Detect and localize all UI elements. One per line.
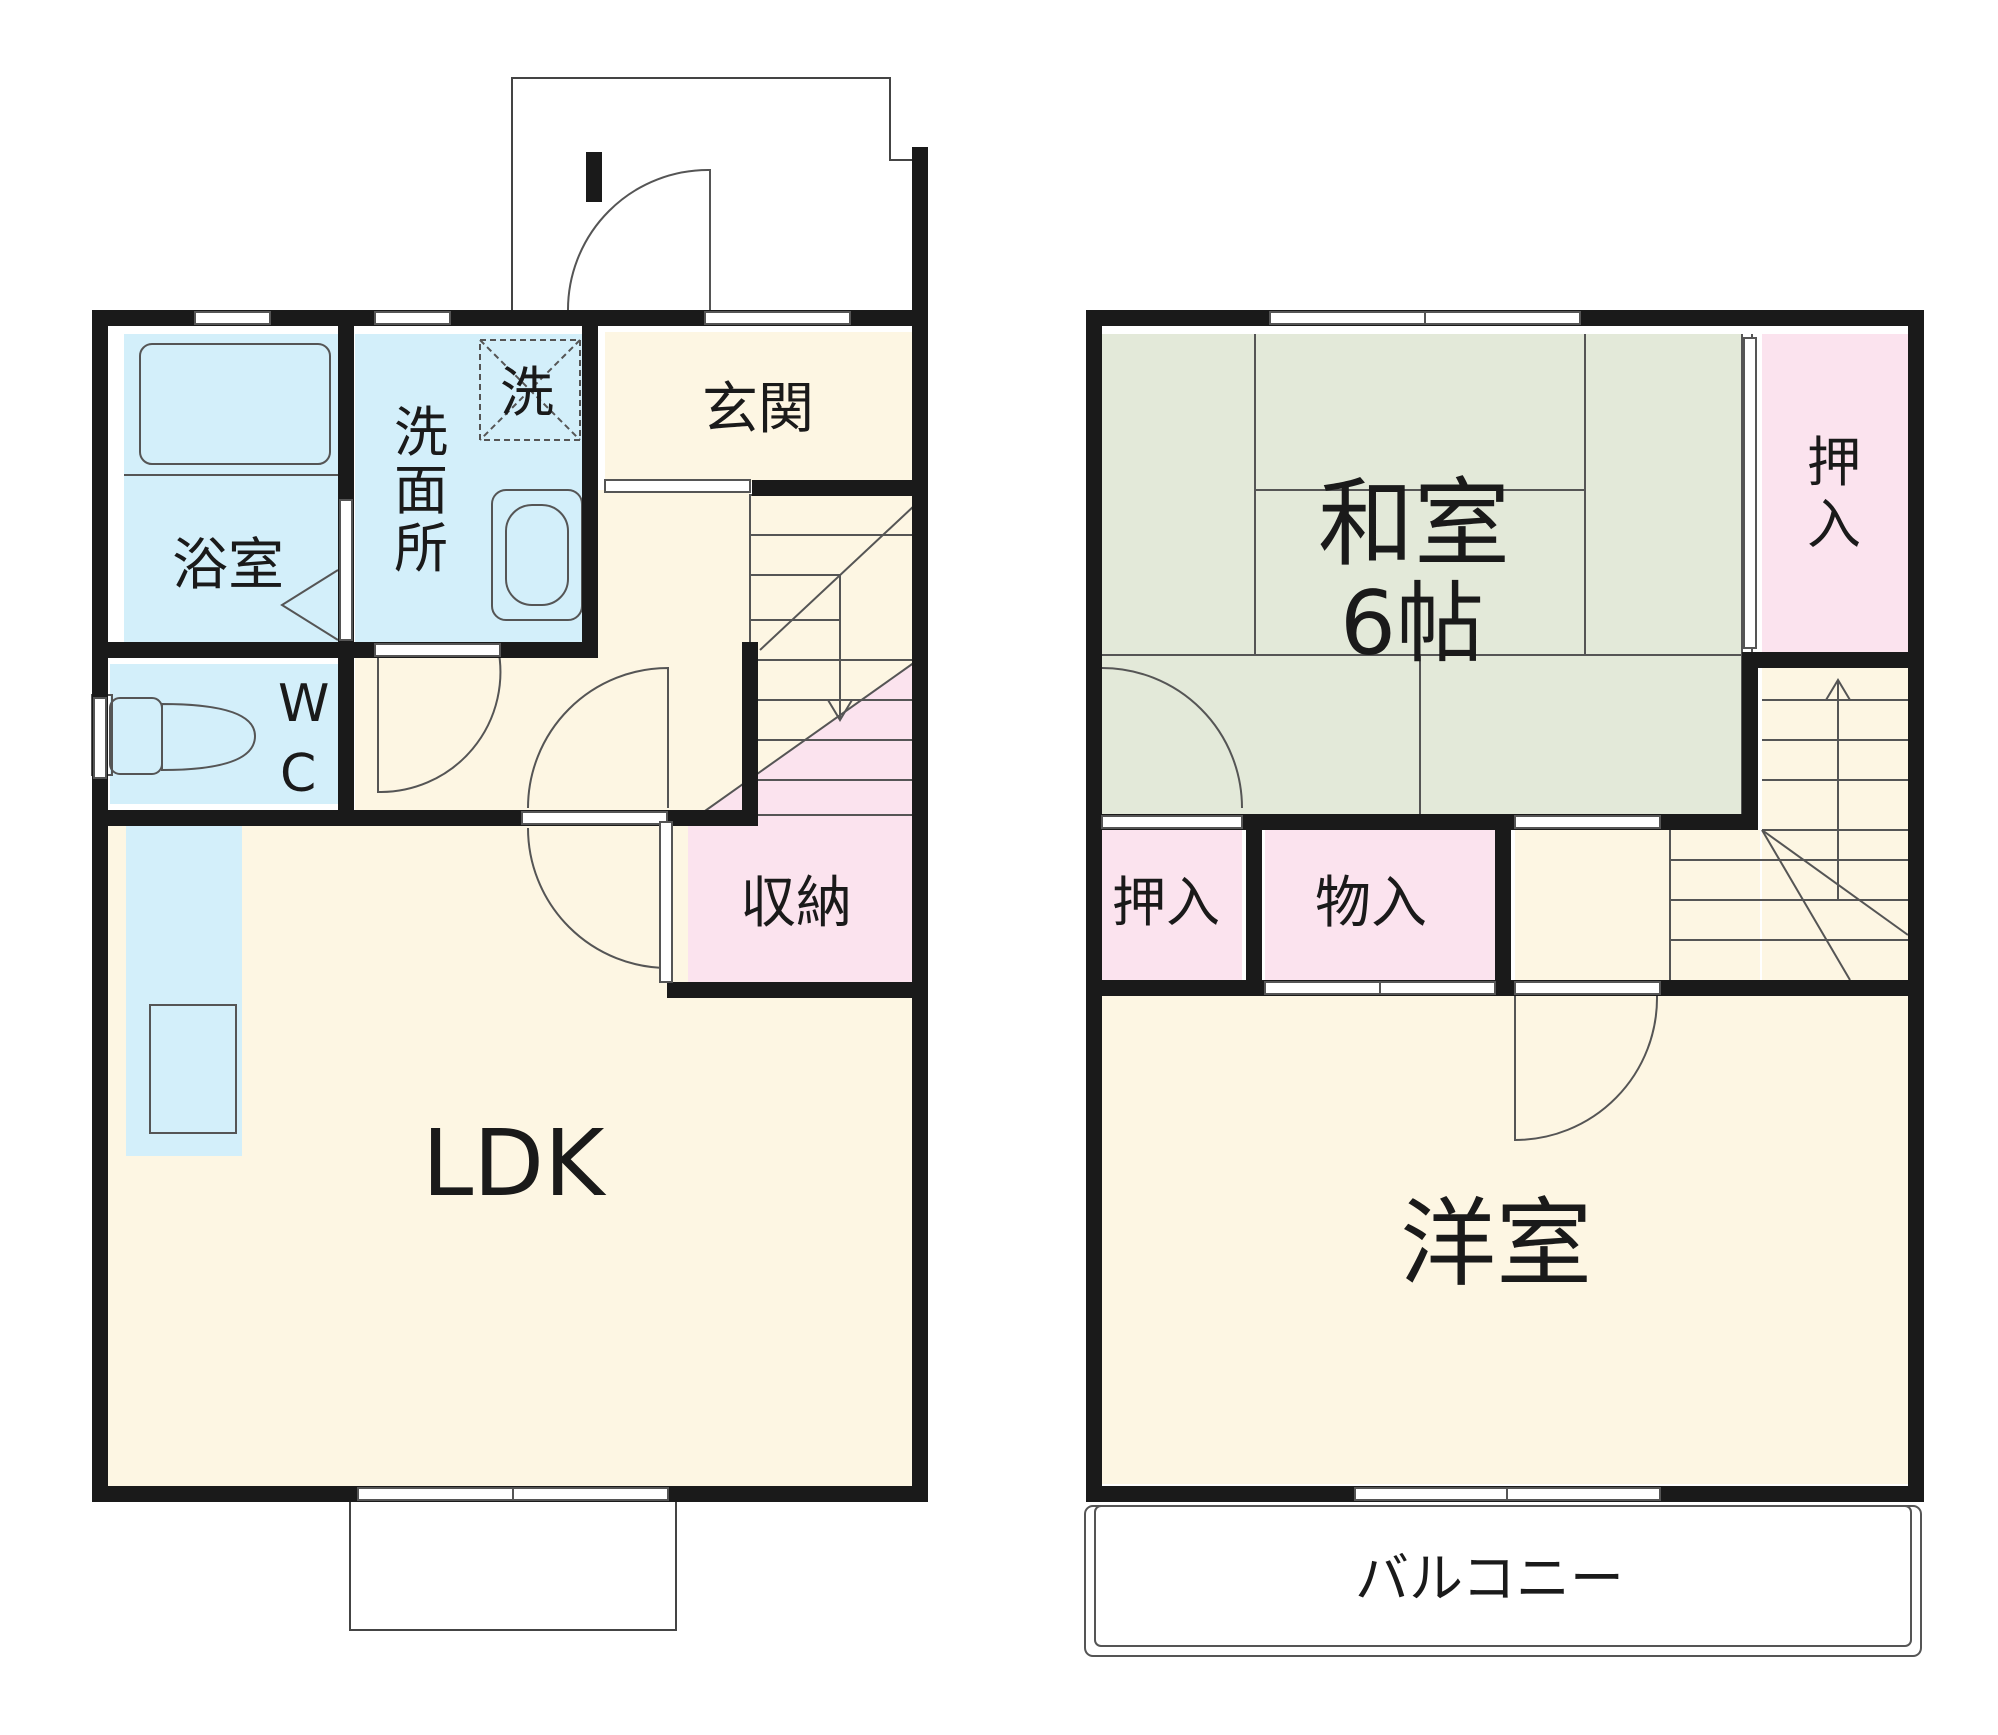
washer-label: 洗 (500, 361, 554, 424)
washroom-fill (355, 334, 587, 642)
washitsu-label: 和室 (1318, 468, 1510, 580)
toilet-label-w: W (278, 674, 330, 734)
toilet-fill (110, 664, 338, 804)
storeroom-label: 物入 (1315, 871, 1427, 936)
washitsu-size-label: 6帖 (1340, 572, 1484, 675)
closet-right-fill (1762, 334, 1908, 652)
washroom-label: 洗面所 (394, 401, 448, 580)
storeroom-fill (1265, 830, 1495, 980)
porch-light-icon (586, 152, 602, 202)
entrance-fill (605, 332, 915, 482)
floor2-plan (1084, 310, 1924, 1657)
toilet-label-c: C (280, 744, 317, 804)
youshitsu-label: 洋室 (1400, 1188, 1592, 1300)
storage-fill (688, 662, 915, 982)
closet-left-fill (1102, 830, 1242, 980)
closet-left-label: 押入 (1112, 871, 1220, 934)
ldk-label: LDK (422, 1110, 605, 1217)
washitsu-fill (1102, 334, 1742, 816)
floor1-plan (91, 77, 928, 1631)
closet-right-label: 押入 (1807, 431, 1861, 556)
bath-label: 浴室 (172, 533, 284, 598)
bath-fill (124, 334, 338, 642)
youshitsu-fill (1102, 996, 1908, 1484)
entrance-label: 玄関 (702, 377, 814, 442)
hall2-fill (1515, 830, 1760, 980)
balcony-label: バルコニー (1355, 1547, 1624, 1610)
storage-label: 収納 (740, 871, 852, 936)
kitchen-fill (126, 826, 242, 1156)
stairs2-fill (1762, 668, 1908, 980)
